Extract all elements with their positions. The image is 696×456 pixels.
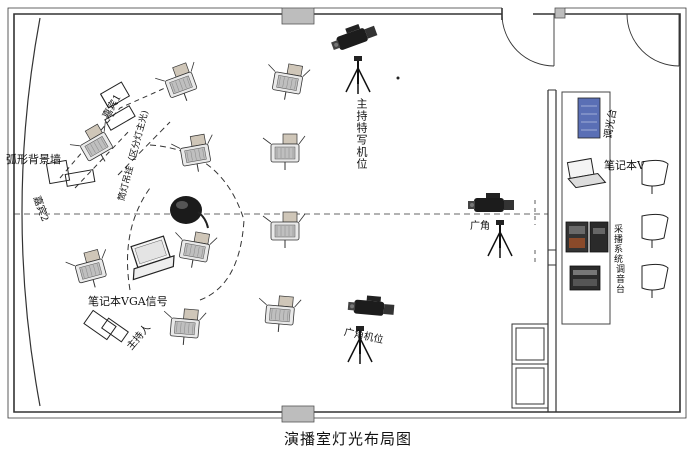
top-opening <box>281 7 315 25</box>
laptop-icon <box>130 235 175 281</box>
laptop-icon <box>566 157 607 189</box>
diagram-caption: 演播室灯光布局图 <box>283 430 412 448</box>
walls <box>13 8 681 413</box>
storage-cabinets <box>511 323 549 409</box>
microphone-icon <box>170 196 209 229</box>
marker-dot <box>396 76 400 80</box>
label-laptop-vga: 笔记本VGA信号 <box>88 295 168 308</box>
label-curved-backdrop: 弧形背景墙 <box>6 153 61 166</box>
bottom-opening <box>281 405 315 423</box>
door-frame-left <box>554 7 566 19</box>
guest-desk-outline <box>59 87 166 189</box>
wall-outer-line <box>7 7 687 419</box>
curved-backdrop-wall <box>21 17 41 407</box>
host-desk-outline <box>117 121 245 301</box>
label-audio-console: 调音台 <box>614 264 624 294</box>
chair-icon <box>641 159 669 298</box>
label-video-switcher: 采播系统 <box>612 224 622 264</box>
label-wide-camera: 广角 <box>470 221 490 232</box>
label-host-camera: 主持特写机位 <box>355 98 368 170</box>
equipment-rack-icon <box>565 97 609 291</box>
label-laptop-v: 笔记本V <box>604 159 645 172</box>
chair-icon <box>45 81 136 343</box>
control-room-partition <box>547 89 557 412</box>
control-desk <box>561 91 611 325</box>
door-arcs <box>501 13 680 67</box>
